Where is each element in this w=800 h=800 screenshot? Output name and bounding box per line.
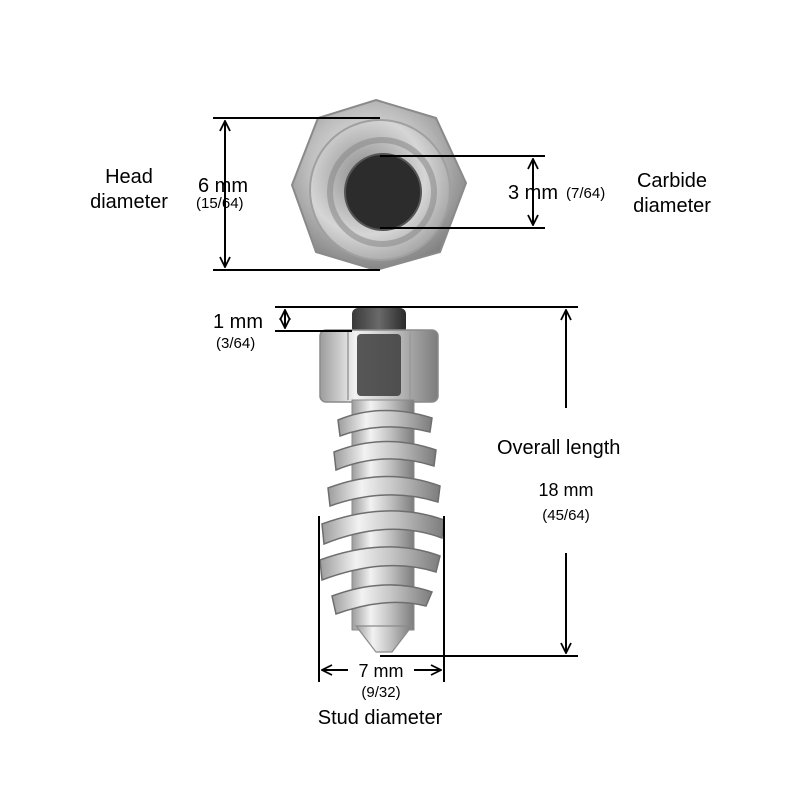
head-label: Head diameter — [83, 167, 175, 212]
head-metric: 6 mm — [198, 175, 248, 197]
head-imperial: (15/64) — [196, 195, 244, 212]
head-inner-shadow — [327, 137, 437, 247]
stud-tip — [354, 625, 414, 653]
protrusion-imperial: (3/64) — [216, 335, 256, 352]
stud-metric: 7 mm — [358, 661, 404, 681]
carbide-tip-side — [352, 308, 406, 334]
carbide-label-line2: diameter — [633, 195, 711, 217]
overall-length-label: Overall length — [497, 437, 621, 459]
dimension-lines — [213, 117, 578, 682]
overall-metric: 18 mm — [538, 480, 594, 500]
stud-diameter-label: Stud diameter — [317, 707, 443, 729]
carbide-pin-top — [344, 153, 422, 231]
head-label-line2: diameter — [90, 191, 168, 213]
stud-head-top-view — [290, 98, 468, 272]
head-label-line1: Head — [105, 166, 153, 188]
carbide-label: Carbide diameter — [622, 171, 722, 216]
thread-flights — [319, 409, 445, 615]
carbide-metric: 3 mm — [508, 182, 558, 204]
carbide-label-line1: Carbide — [636, 170, 708, 192]
carbide-imperial: (7/64) — [566, 185, 606, 202]
stud-side-view — [319, 308, 445, 653]
stud-imperial: (9/32) — [361, 684, 401, 701]
overall-imperial: (45/64) — [542, 507, 590, 524]
protrusion-metric: 1 mm — [213, 311, 263, 333]
carbide-insert-side — [357, 334, 401, 396]
